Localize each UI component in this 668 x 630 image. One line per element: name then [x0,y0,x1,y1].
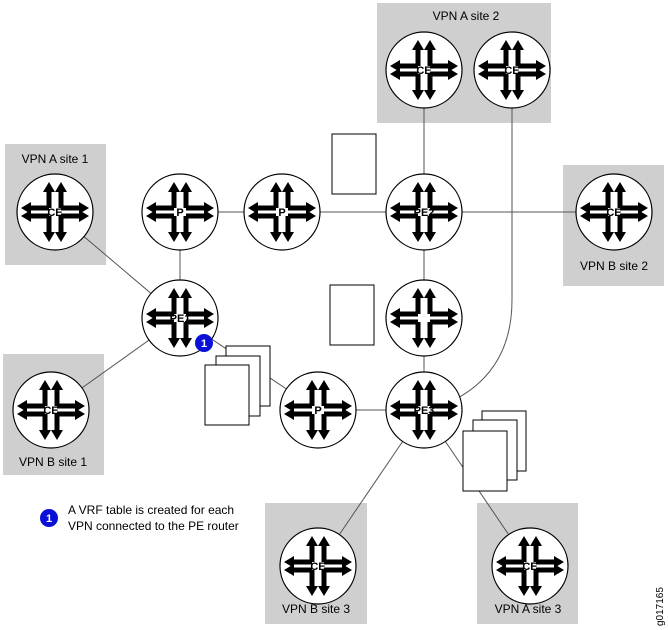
router-pe1: PE1 [142,280,218,356]
router-pe2: PE2 [386,174,462,250]
callout-number: 1 [201,338,207,350]
vrf-table-stack-pe1 [204,345,271,426]
legend-text-line-1: A VRF table is created for each [68,503,234,517]
legend-callout-marker [40,509,58,527]
router-p-bottom: P [280,372,356,448]
router-pe3: PE3 [386,372,462,448]
site-label-vpn-b-site-3: VPN B site 3 [282,602,350,616]
vrf-table-pe2-upper [331,133,377,195]
router-ce-vpn-a-site-2-left: CE [386,32,462,108]
legend: 1 A VRF table is created for each VPN co… [40,503,239,533]
site-label-vpn-a-site-2: VPN A site 2 [433,9,500,23]
router-label-ce: CE [504,65,519,77]
router-ce-vpn-b-site-2: CE [576,174,652,250]
router-label-ce: CE [606,207,621,219]
site-label-vpn-a-site-1: VPN A site 1 [22,152,89,166]
legend-text-line-2: VPN connected to the PE router [68,519,239,533]
router-ce-vpn-a-site-3: CE [492,528,568,604]
router-label-pe3: PE3 [414,405,435,417]
router-label-p: P [176,207,183,219]
vrf-table-stack-pe3 [462,410,527,492]
site-label-vpn-a-site-3: VPN A site 3 [495,602,562,616]
site-label-vpn-b-site-1: VPN B site 1 [19,455,87,469]
router-ce-vpn-a-site-1: CE [17,174,93,250]
router-label-ce: CE [310,561,325,573]
router-label-ce: CE [416,65,431,77]
router-ce-vpn-b-site-1: CE [13,372,89,448]
callout-marker-pe1: 1 [195,334,213,352]
legend-callout-number: 1 [46,513,52,525]
router-label-ce: CE [43,405,58,417]
figure-id: g017165 [655,587,666,626]
router-ce-vpn-b-site-3: CE [280,528,356,604]
router-unlabeled-core [386,280,462,356]
router-label-p: P [314,405,321,417]
router-ce-vpn-a-site-2-right: CE [474,32,550,108]
router-label-ce: CE [47,207,62,219]
site-label-vpn-b-site-2: VPN B site 2 [580,259,648,273]
router-label-p: P [278,207,285,219]
router-p-left: P [142,174,218,250]
router-label-pe1: PE1 [170,313,191,325]
router-label-pe2: PE2 [414,207,435,219]
router-label-ce: CE [522,561,537,573]
router-p-middle: P [244,174,320,250]
vrf-table-pe2-lower [329,284,375,346]
